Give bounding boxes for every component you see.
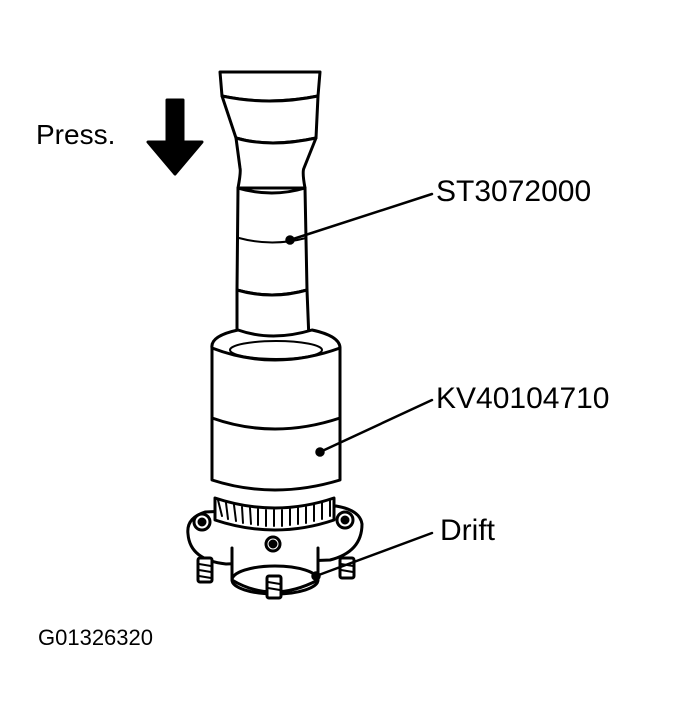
leader-line-kv40104710 — [318, 398, 434, 454]
sleeve-kv40104710 — [210, 328, 342, 492]
leader-line-st3072000 — [288, 192, 434, 242]
press-down-arrow-icon — [146, 98, 204, 176]
wheel-hub — [186, 496, 364, 600]
press-label: Press. — [36, 119, 115, 150]
leader-line-drift — [314, 531, 434, 578]
figure-code: G01326320 — [38, 625, 153, 650]
callout-label-kv40104710: KV40104710 — [436, 382, 610, 415]
callout-label-drift: Drift — [440, 514, 496, 547]
callout-leaders — [285, 192, 434, 581]
press-ram-st3072000 — [218, 70, 322, 347]
callout-label-st3072000: ST3072000 — [436, 175, 591, 208]
